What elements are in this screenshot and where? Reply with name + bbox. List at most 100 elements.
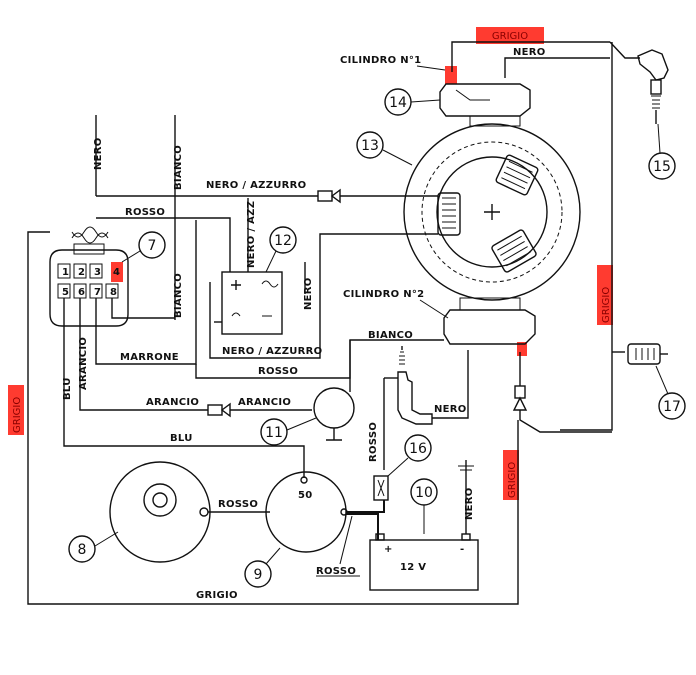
starter-motor-8: [109, 461, 211, 563]
callout-10-text: 10: [415, 485, 433, 501]
pin-5: 5: [62, 287, 69, 298]
cyl2-terminal-marker: [517, 342, 527, 356]
callout-8: [68, 535, 96, 563]
nero-batt-label: NERO: [464, 487, 475, 520]
battery-12v: 12 V: [400, 562, 426, 573]
callout-13-text: 13: [361, 138, 379, 154]
solenoid-50-label: 50: [298, 490, 313, 501]
sensor-17: [627, 343, 668, 365]
callout-16: [404, 434, 432, 462]
callout-17-text: 17: [663, 399, 681, 415]
blu-h-label: BLU: [170, 433, 193, 444]
cilindro2-label: CILINDRO N°2: [343, 289, 424, 300]
wire-nero-top: [504, 57, 610, 78]
pin-6: 6: [78, 287, 85, 298]
grigio-top-label: GRIGIO: [492, 31, 528, 42]
connector-grigio: [514, 385, 526, 399]
battery-minus: -: [460, 544, 464, 555]
pin-3: 3: [94, 267, 101, 278]
regulator-12: [221, 271, 283, 335]
nero-top-label: NERO: [513, 47, 546, 58]
connector-nero-azzurro: [317, 190, 333, 202]
nero-left-label: NERO: [93, 137, 104, 170]
connector-arancio: [207, 404, 223, 416]
spark-plug-15: [637, 49, 669, 124]
callout-7-text: 7: [148, 238, 157, 254]
solenoid-9: [265, 471, 348, 553]
arancio-h1-label: ARANCIO: [146, 397, 199, 408]
bianco-top-label: BIANCO: [173, 145, 184, 190]
wire-rosso-top: [96, 217, 231, 272]
pin-7: 7: [94, 287, 101, 298]
wire-grigio-join: [519, 410, 612, 433]
callout-7: [138, 231, 166, 259]
nero-plug2-label: NERO: [434, 404, 467, 415]
pin-8: 8: [110, 287, 117, 298]
rosso-bottom-label: ROSSO: [316, 566, 356, 577]
harness-twist: [71, 226, 109, 244]
callout-16-text: 16: [409, 441, 427, 457]
callout-11-text: 11: [265, 425, 283, 441]
wire-to-plug: [609, 41, 640, 59]
wire-grigio-top: [451, 41, 610, 72]
wire-rosso-fuse: [346, 500, 385, 513]
grigio-left-label: GRIGIO: [12, 397, 23, 433]
flywheel-stator-13: [403, 123, 581, 301]
bianco-mid-label: BIANCO: [368, 330, 413, 341]
grigio-mid-label: GRIGIO: [507, 462, 518, 498]
callout-9-text: 9: [254, 567, 263, 583]
spark-plug-cyl2: [397, 346, 433, 425]
callout-15-text: 15: [653, 159, 671, 175]
cilindro1-label: CILINDRO N°1: [340, 55, 421, 66]
rosso-top-label: ROSSO: [125, 207, 165, 218]
wire-grigio-right: [560, 42, 613, 431]
callout-11: [260, 418, 288, 446]
grigio-top-highlight: [476, 27, 544, 44]
callout-12-text: 12: [274, 233, 292, 249]
pin-4: 4: [113, 267, 120, 278]
arancio-vert-label: ARANCIO: [78, 337, 89, 390]
fuse-16: [373, 475, 389, 501]
wire-pin8: [111, 298, 175, 319]
pin-1: 1: [62, 267, 69, 278]
ground-symbol: [458, 465, 474, 471]
callout-12: [269, 226, 297, 254]
wire-blu: [63, 298, 305, 478]
wire-nero-plug2: [432, 350, 469, 419]
ignition-coil-cyl2: [443, 297, 536, 345]
rosso-starter-label: ROSSO: [218, 499, 258, 510]
callout-9: [244, 560, 272, 588]
cyl1-terminal-marker: [445, 66, 457, 84]
nero-azz-vert-label: NERO / AZZ: [246, 201, 257, 268]
wire-rosso-batt: [346, 513, 379, 540]
rosso-mid-label: ROSSO: [258, 366, 298, 377]
callout-8-text: 8: [78, 542, 87, 558]
wire-marrone: [95, 220, 197, 365]
nero-azzurro-top-label: NERO / AZZURRO: [206, 180, 306, 191]
rosso-leader: [339, 515, 353, 565]
cilindro1-leader: [416, 65, 446, 71]
wire-nero-azzurro-loop: [209, 233, 438, 359]
callout-14-text: 14: [389, 95, 407, 111]
wire-grigio-loop: [27, 231, 519, 605]
connector-8pin-7: [49, 243, 129, 327]
callout-15: [648, 152, 676, 180]
wire-arancio: [79, 298, 208, 411]
connector-pin-marker: [111, 262, 123, 282]
marrone-label: MARRONE: [120, 352, 179, 363]
grigio-bottom-label: GRIGIO: [196, 590, 238, 601]
grigio-mid-highlight: [503, 450, 519, 500]
pin-2: 2: [78, 267, 85, 278]
callout-17: [658, 392, 686, 420]
grigio-left-highlight: [8, 385, 24, 435]
blu-vert-label: BLU: [62, 377, 73, 400]
rosso-vert-label: ROSSO: [368, 422, 379, 462]
battery-plus: +: [384, 544, 393, 555]
arancio-h2-label: ARANCIO: [238, 397, 291, 408]
grigio-right-highlight: [597, 265, 613, 325]
callout-13: [356, 131, 384, 159]
bianco-side-label: BIANCO: [173, 273, 184, 318]
ignition-coil-14: [439, 83, 531, 127]
stop-switch-11: [313, 380, 355, 441]
